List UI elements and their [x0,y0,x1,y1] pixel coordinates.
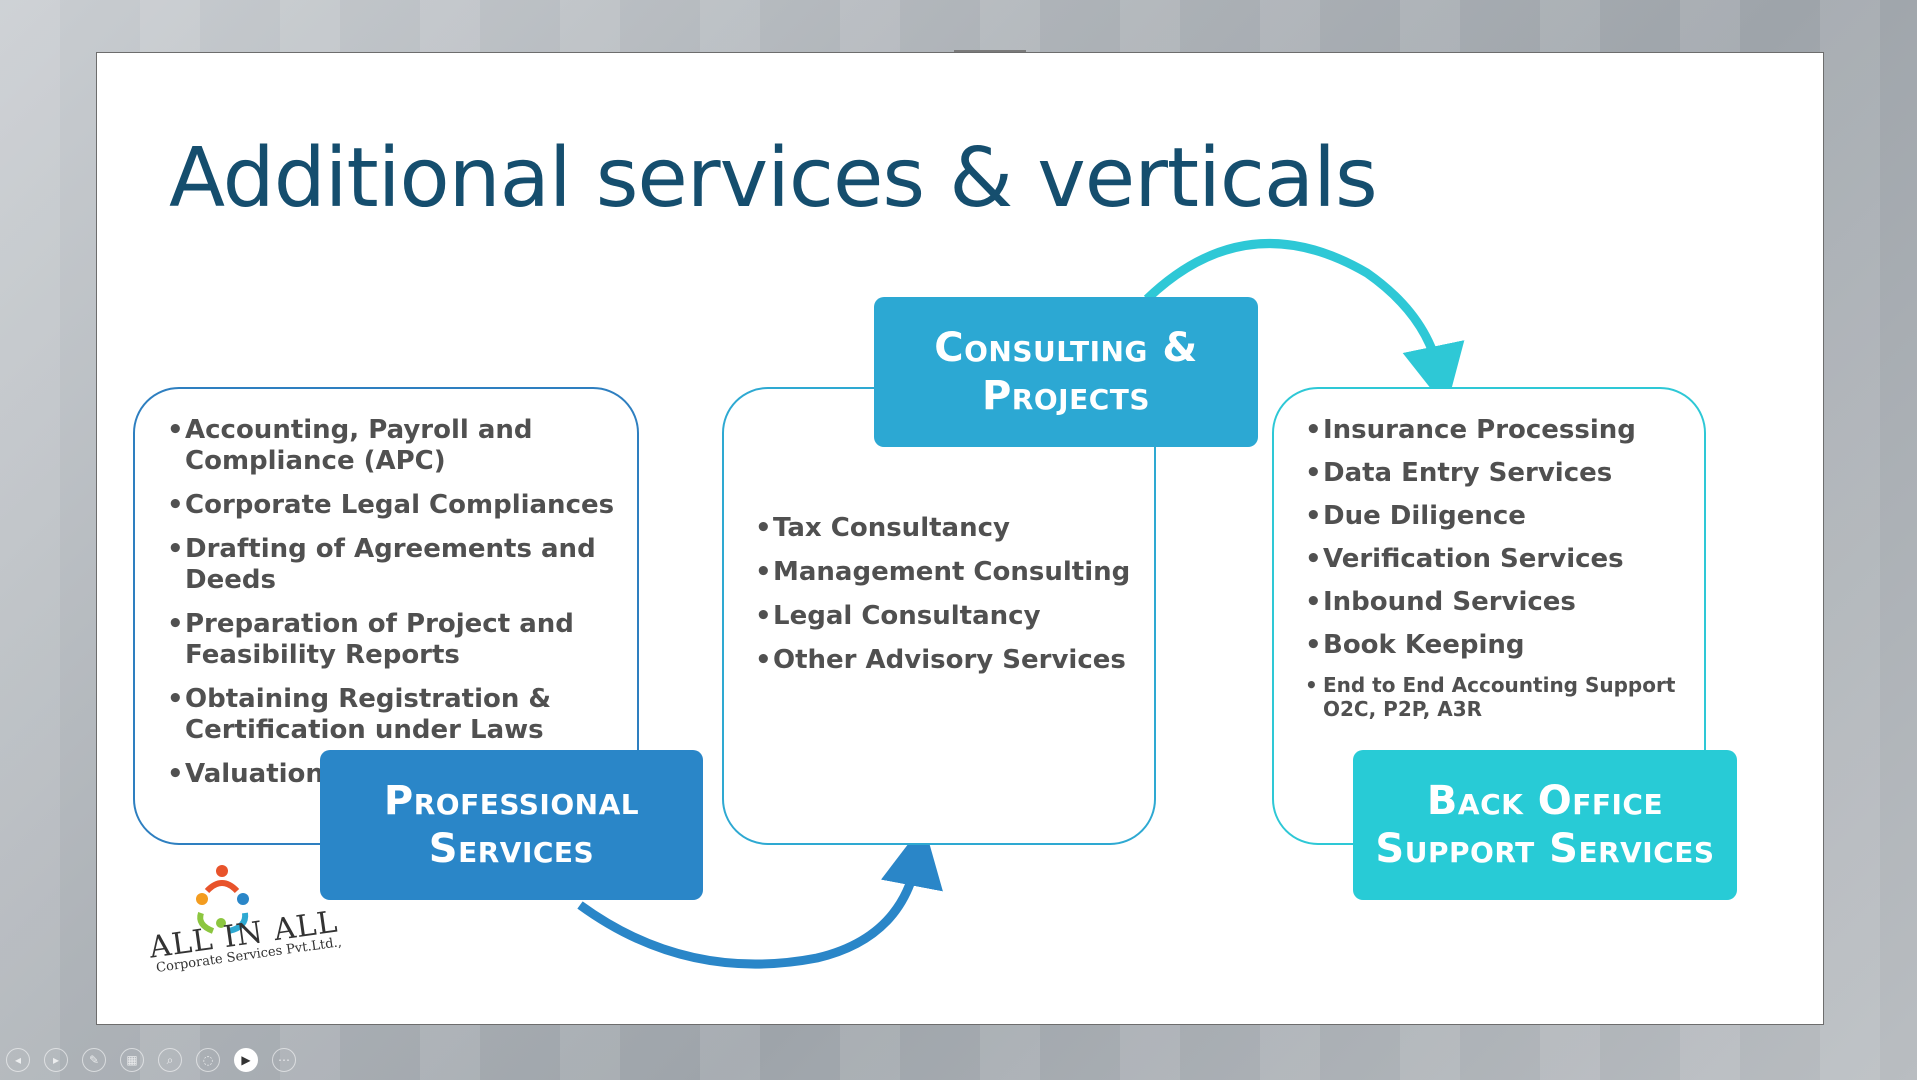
list-item: Drafting of Agreements and Deeds [167,534,617,596]
list-item: Preparation of Project and Feasibility R… [167,609,617,671]
list-item: Verification Services [1305,544,1705,575]
list-item: Due Diligence [1305,501,1705,532]
pen-icon[interactable]: ✎ [82,1048,106,1072]
previous-icon[interactable]: ◂ [6,1048,30,1072]
camera-icon[interactable]: ▶ [234,1048,258,1072]
list-item: Inbound Services [1305,587,1705,618]
list-item: Valuation [167,759,617,790]
back-office-list: Insurance Processing Data Entry Services… [1305,415,1705,733]
list-item: Legal Consultancy [755,601,1155,632]
professional-services-list: Accounting, Payroll and Compliance (APC)… [167,415,617,803]
subtitles-icon[interactable]: ◌ [196,1048,220,1072]
consulting-projects-heading: Consulting & Projects [874,297,1258,447]
list-item: Obtaining Registration & Certification u… [167,684,617,746]
company-logo: ALL IN ALL Corporate Services Pvt.Ltd., [137,861,343,1001]
heading-line: Professional [383,778,640,824]
list-item: Other Advisory Services [755,645,1155,676]
consulting-projects-list: Tax Consultancy Management Consulting Le… [755,513,1155,689]
list-item: End to End Accounting Support O2C, P2P, … [1305,673,1705,721]
slide-top-tab [954,50,1026,53]
list-item: Accounting, Payroll and Compliance (APC) [167,415,617,477]
list-item: Data Entry Services [1305,458,1705,489]
next-icon[interactable]: ▸ [44,1048,68,1072]
people-circle-icon [196,865,249,934]
presentation-slide: Additional services & verticals Accounti… [96,52,1824,1025]
heading-line: Support Services [1375,826,1715,872]
list-item: Corporate Legal Compliances [167,490,617,521]
list-item: Insurance Processing [1305,415,1705,446]
slide-title: Additional services & verticals [169,131,1378,226]
heading-line: Services [428,826,595,872]
heading-line: Projects [981,373,1151,419]
zoom-icon[interactable]: ⌕ [158,1048,182,1072]
heading-line: Consulting & [934,325,1198,371]
heading-line: Back Office [1426,778,1664,824]
slides-grid-icon[interactable]: ▦ [120,1048,144,1072]
more-icon[interactable]: ⋯ [272,1048,296,1072]
back-office-heading: Back Office Support Services [1353,750,1737,900]
list-item: Book Keeping [1305,630,1705,661]
slideshow-toolbar: ◂ ▸ ✎ ▦ ⌕ ◌ ▶ ⋯ [6,1046,296,1074]
list-item: Tax Consultancy [755,513,1155,544]
professional-services-heading: Professional Services [320,750,703,900]
list-item: Management Consulting [755,557,1155,588]
